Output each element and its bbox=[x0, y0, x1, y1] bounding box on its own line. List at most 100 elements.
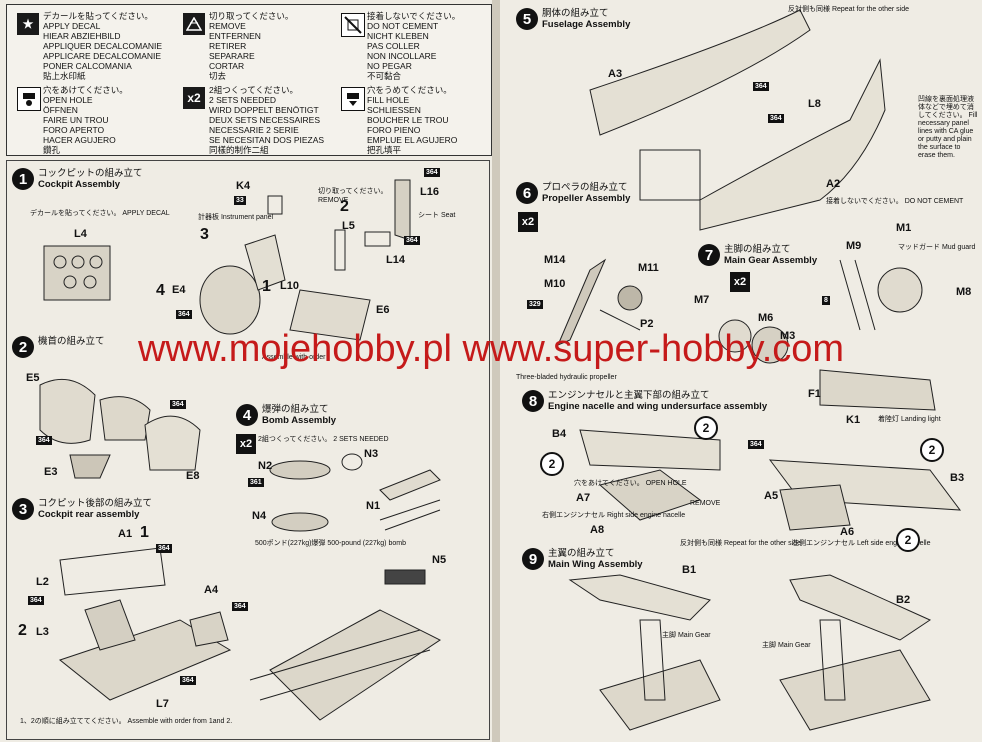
part-label: A8 bbox=[590, 524, 605, 536]
assembly-step-number: 1 bbox=[140, 524, 149, 541]
legend-line: EMPLUE EL AGUJERO bbox=[367, 135, 458, 145]
legend-fillhole-text: 穴をうめてください。 FILL HOLE SCHLIESSEN BOUCHER … bbox=[367, 85, 457, 155]
two-sets-badge: 2 bbox=[694, 416, 718, 440]
legend-line: SE NECESITAN DOS PIEZAS bbox=[209, 135, 325, 145]
assembly-order-note: 1、2の順に組み立ててください。 Assemble with order fro… bbox=[20, 718, 233, 725]
cockpit-instrument-panel-drawing bbox=[43, 245, 111, 301]
fill-hole-icon bbox=[341, 87, 365, 111]
cockpit-parts-drawing bbox=[199, 179, 411, 341]
part-label: M8 bbox=[956, 286, 972, 298]
step-title-jp: コクピット後部の組み立て bbox=[38, 498, 153, 509]
legend-line: 穴をあけてください。 bbox=[43, 85, 128, 95]
paint-code-tag: 364 bbox=[404, 236, 420, 245]
remove-note-en: REMOVE bbox=[318, 197, 349, 204]
legend-line: FORO PIENO bbox=[367, 125, 421, 135]
paint-code-tag: 364 bbox=[176, 310, 192, 319]
step-2-header: 2 機首の組み立て bbox=[12, 336, 105, 358]
legend-line: ENTFERNEN bbox=[209, 31, 261, 41]
part-label: F1 bbox=[808, 388, 821, 400]
right-nacelle-note: 右側エンジンナセル Right side engine nacelle bbox=[542, 512, 686, 519]
step-number: 6 bbox=[516, 182, 538, 204]
two-sets-marker: x2 bbox=[236, 434, 256, 454]
main-gear-note-left: 主脚 Main Gear bbox=[662, 632, 711, 639]
part-label: N1 bbox=[366, 500, 381, 512]
propeller-drawing bbox=[557, 258, 643, 346]
part-label: L2 bbox=[36, 576, 49, 588]
assembly-step-number: 1 bbox=[262, 278, 271, 295]
paint-code-tag: 33 bbox=[234, 196, 246, 205]
seat-note: シート Seat bbox=[418, 212, 456, 219]
part-label: M6 bbox=[758, 312, 774, 324]
two-sets-marker: x2 bbox=[730, 272, 750, 292]
legend-line: 切り取ってください。 bbox=[209, 11, 294, 21]
open-hole-icon bbox=[17, 87, 41, 111]
bomb-note: 500ポンド(227kg)爆弾 500-pound (227kg) bomb bbox=[255, 540, 406, 547]
hydraulic-prop-note: Three-bladed hydraulic propeller bbox=[516, 374, 617, 381]
two-sets-badge: 2 bbox=[540, 452, 564, 476]
legend-line: 穴をうめてください。 bbox=[367, 85, 452, 95]
step-title-jp: 主翼の組み立て bbox=[548, 548, 615, 559]
part-label: L5 bbox=[342, 220, 355, 232]
instrument-note: 計器板 Instrument panel bbox=[198, 214, 274, 221]
step-number: 4 bbox=[236, 404, 258, 426]
remove-note-step8: REMOVE bbox=[690, 500, 721, 507]
part-label: E5 bbox=[26, 372, 40, 384]
legend-line: NON INCOLLARE bbox=[367, 51, 437, 61]
step-number: 3 bbox=[12, 498, 34, 520]
step-number: 5 bbox=[516, 8, 538, 30]
legend-twosets-text: 2組つくってください。 2 SETS NEEDED WIRD DOPPELT B… bbox=[209, 85, 324, 155]
step-title-en: Propeller Assembly bbox=[542, 193, 631, 204]
part-label: M3 bbox=[780, 330, 796, 342]
two-sets-badge: 2 bbox=[920, 438, 944, 462]
part-label: N4 bbox=[252, 510, 267, 522]
part-label: A4 bbox=[204, 584, 219, 596]
part-label: E3 bbox=[44, 466, 58, 478]
part-label: K1 bbox=[846, 414, 861, 426]
legend-line: OPEN HOLE bbox=[43, 95, 93, 105]
paint-code-tag: 364 bbox=[156, 544, 172, 553]
step-number: 2 bbox=[12, 336, 34, 358]
part-label: L8 bbox=[808, 98, 821, 110]
part-label: M11 bbox=[638, 262, 659, 274]
part-label: A5 bbox=[764, 490, 779, 502]
paint-code-tag: 361 bbox=[248, 478, 264, 487]
paint-code-tag: 364 bbox=[28, 596, 44, 605]
legend-line: 切去 bbox=[209, 71, 227, 81]
legend-line: 不可黏合 bbox=[367, 71, 402, 81]
part-label: L14 bbox=[386, 254, 405, 266]
sets-needed-note: 2組つくってください。 2 SETS NEEDED bbox=[258, 436, 389, 443]
legend-line: WIRD DOPPELT BENÖTIGT bbox=[209, 105, 319, 115]
paint-code-tag: 364 bbox=[753, 82, 769, 91]
legend-line: NO PEGAR bbox=[367, 61, 412, 71]
remove-note-jp: 切り取ってください。 bbox=[318, 188, 388, 195]
paint-code-tag: 364 bbox=[180, 676, 196, 685]
bomb-drawing bbox=[269, 453, 441, 585]
repeat-note-step8: 反対側も同様 Repeat for the other side bbox=[680, 540, 801, 547]
assembly-step-number: 3 bbox=[200, 226, 209, 243]
part-label: B2 bbox=[896, 594, 911, 606]
part-label: M14 bbox=[544, 254, 566, 266]
legend-line: 貼上水印紙 bbox=[43, 71, 86, 81]
part-label: A2 bbox=[826, 178, 841, 190]
mud-guard-note: マッドガード Mud guard bbox=[898, 244, 976, 251]
paint-code-tag: 364 bbox=[232, 602, 248, 611]
step-title-jp: 胴体の組み立て bbox=[542, 8, 609, 19]
watermark-text: www.mojehobby.pl www.super-hobby.com bbox=[137, 328, 845, 370]
step-title-en: Main Gear Assembly bbox=[724, 255, 818, 266]
legend-nocement-text: 接着しないでください。 DO NOT CEMENT NICHT KLEBEN P… bbox=[367, 11, 460, 81]
step-number: 1 bbox=[12, 168, 34, 190]
part-label: A3 bbox=[608, 68, 623, 80]
paint-code-tag: 329 bbox=[527, 300, 543, 309]
legend-line: PONER CALCOMANIA bbox=[43, 61, 132, 71]
